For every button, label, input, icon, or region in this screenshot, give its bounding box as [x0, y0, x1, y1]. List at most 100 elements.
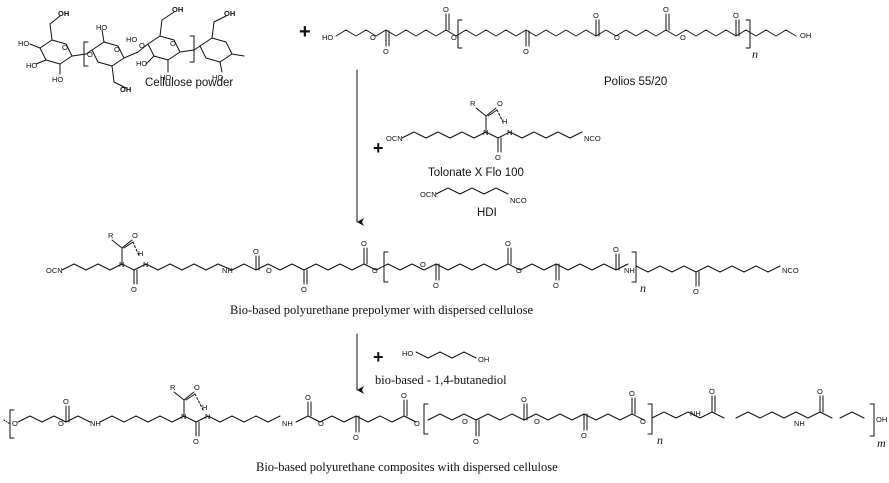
atom-label: O — [521, 395, 527, 404]
atom-label: O — [629, 389, 635, 398]
atom-label: O — [318, 419, 324, 428]
composite-repeat-index-n: n — [657, 433, 663, 447]
atom-label: O — [383, 47, 389, 56]
atom-label: HO — [212, 73, 223, 82]
composite-atom-labels: O O O NH R O N N H O NH O O O O O O O O … — [12, 383, 887, 446]
atom-label: OH — [478, 355, 489, 364]
atom-label: OCN — [386, 134, 403, 143]
atom-label: O — [353, 433, 359, 442]
atom-label: OH — [172, 5, 183, 14]
atom-label: OCN — [420, 190, 437, 199]
atom-label: N — [181, 412, 186, 421]
cellulose-atom-labels: OH HO HO O HO O HO HO O HO O OH O OH HO … — [18, 5, 235, 94]
atom-label: OH — [120, 85, 131, 94]
tolonate-atom-labels: R O H OCN N N NCO O — [386, 99, 601, 162]
atom-label: O — [63, 397, 69, 406]
atom-label: O — [370, 33, 376, 42]
atom-label: O — [593, 11, 599, 20]
prepolymer-atom-labels: R O H OCN N N O NH O O O O O O O O O O O… — [46, 231, 799, 296]
atom-label: O — [361, 239, 367, 248]
cellulose-structure — [29, 11, 245, 89]
atom-label: O — [693, 287, 699, 296]
atom-label: R — [108, 231, 114, 240]
atom-label: O — [58, 419, 64, 428]
hdi-structure — [435, 187, 509, 195]
atom-label: O — [253, 247, 259, 256]
atom-label: O — [443, 5, 449, 14]
atom-label: O — [497, 99, 503, 108]
atom-label: O — [613, 245, 619, 254]
atom-label: O — [62, 43, 68, 52]
atom-label: N — [143, 260, 148, 269]
atom-label: OH — [58, 9, 69, 18]
atom-label: O — [170, 39, 176, 48]
atom-label: O — [194, 383, 200, 392]
atom-label: O — [433, 281, 439, 290]
atom-label: O — [114, 45, 120, 54]
atom-label: O — [193, 437, 199, 446]
atom-label: O — [495, 153, 501, 162]
atom-label: R — [470, 99, 476, 108]
atom-label: NH — [222, 266, 233, 275]
atom-label: O — [581, 431, 587, 440]
atom-label: NH — [794, 419, 805, 428]
atom-label: O — [553, 281, 559, 290]
composite-repeat-index-m: m — [877, 436, 886, 450]
atom-label: O — [817, 387, 823, 396]
polios-label: Polios 55/20 — [604, 76, 667, 88]
tolonate-label: Tolonate X Flo 100 — [428, 167, 524, 179]
polios-repeat-index: n — [752, 47, 758, 61]
atom-label: O — [680, 33, 686, 42]
atom-label: H — [502, 117, 507, 126]
atom-label: OCN — [46, 266, 63, 275]
atom-label: R — [170, 383, 176, 392]
atom-label: O — [305, 393, 311, 402]
atom-label: O — [301, 285, 307, 294]
composite-label: Bio-based polyurethane composites with d… — [256, 460, 558, 474]
atom-label: NH — [690, 409, 701, 418]
atom-label: O — [473, 437, 479, 446]
prepolymer-repeat-index: n — [640, 281, 646, 295]
atom-label: O — [401, 391, 407, 400]
atom-label: H — [138, 249, 143, 258]
atom-label: HO — [136, 59, 147, 68]
atom-label: HO — [18, 39, 29, 48]
tolonate-structure — [401, 107, 583, 153]
atom-label: O — [663, 5, 669, 14]
atom-label: NCO — [584, 134, 601, 143]
cellulose-label: Cellulose powder — [145, 77, 233, 89]
atom-label: HO — [322, 33, 333, 42]
atom-label: O — [132, 231, 138, 240]
atom-label: HO — [52, 75, 63, 84]
polios-structure — [335, 13, 797, 49]
atom-label: O — [516, 266, 522, 275]
atom-label: OH — [800, 31, 811, 40]
atom-label: O — [139, 41, 145, 50]
atom-label: O — [372, 266, 378, 275]
reagent-plus-sign: + — [373, 138, 384, 158]
atom-label: O — [12, 419, 18, 428]
polios-atom-labels: HO O O O O O O O O O O OH — [322, 5, 811, 56]
atom-label: N — [205, 412, 210, 421]
prepolymer-structure — [61, 239, 781, 287]
atom-label: O — [131, 285, 137, 294]
hdi-atom-labels: OCN NCO — [420, 190, 527, 205]
atom-label: NH — [90, 419, 101, 428]
hdi-label: HDI — [477, 207, 497, 219]
atom-label: O — [462, 417, 468, 426]
atom-label: O — [505, 239, 511, 248]
atom-label: HO — [402, 349, 413, 358]
atom-label: HO — [96, 23, 107, 32]
atom-label: O — [87, 50, 93, 59]
atom-label: O — [733, 11, 739, 20]
atom-label: HO — [126, 35, 137, 44]
chain-extender-label: bio-based - 1,4-butanediol — [375, 373, 507, 387]
atom-label: O — [709, 387, 715, 396]
butanediol-structure — [415, 351, 477, 359]
atom-label: NH — [624, 266, 635, 275]
atom-label: O — [614, 33, 620, 42]
atom-label: H — [202, 403, 207, 412]
atom-label: O — [534, 417, 540, 426]
atom-label: O — [266, 266, 272, 275]
